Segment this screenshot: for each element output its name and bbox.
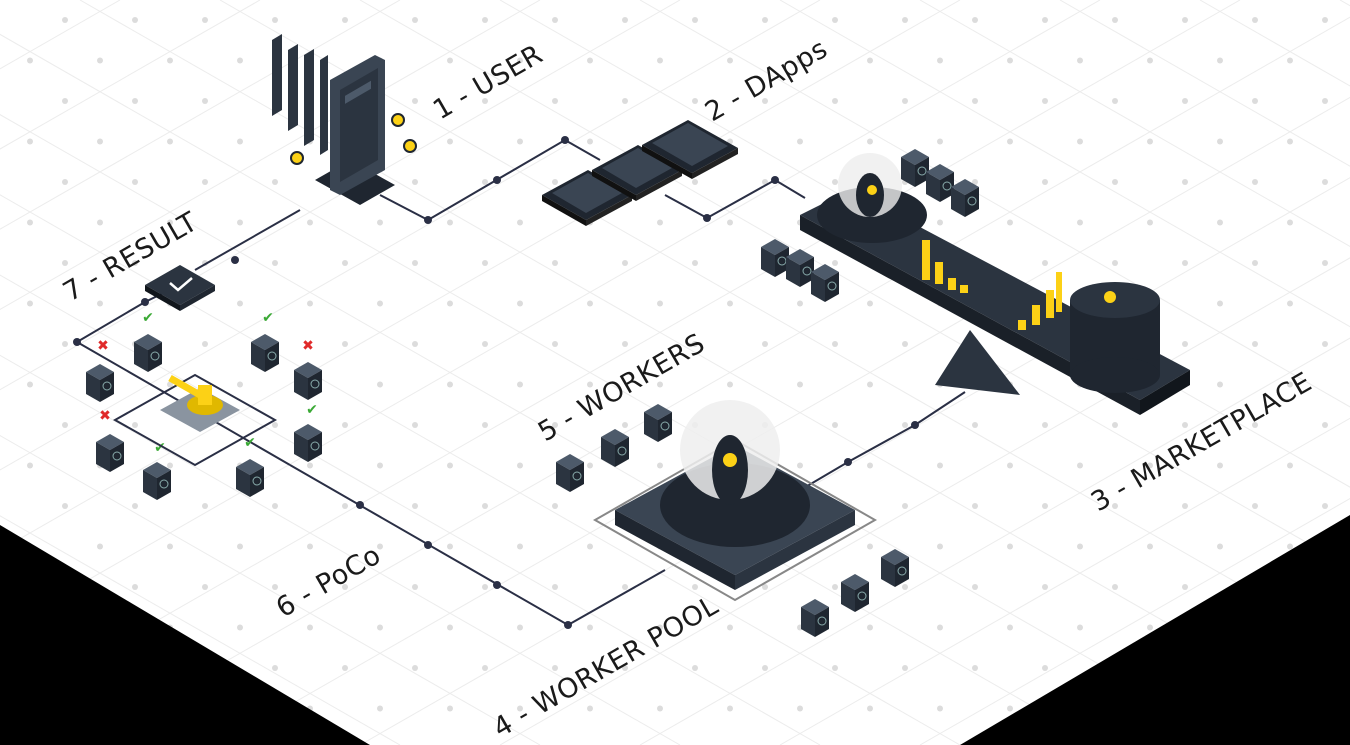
worker-pool-illustration — [592, 400, 878, 602]
server-icon — [556, 454, 584, 492]
server-icon — [901, 149, 929, 187]
server-icon — [801, 599, 829, 637]
label-worker-pool: 4 - WORKER POOL — [488, 590, 724, 744]
server-icon — [786, 249, 814, 287]
bar-chart-icon — [922, 240, 1062, 330]
poco-hub-illustration — [112, 373, 278, 467]
cross-icon: ✖ — [97, 338, 109, 354]
worker-servers: ✔ ✔ ✔ ✔ ✔ ✖ ✖ ✖ — [86, 149, 979, 637]
server-icon — [134, 334, 162, 372]
background-corner-left — [0, 525, 370, 745]
cross-icon: ✖ — [302, 338, 314, 354]
server-icon — [951, 179, 979, 217]
user-phone-illustration — [272, 34, 417, 205]
cross-icon: ✖ — [99, 408, 111, 424]
server-icon — [761, 239, 789, 277]
server-icon — [644, 404, 672, 442]
check-icon: ✔ — [154, 440, 166, 456]
label-dapps: 2 - DApps — [700, 33, 833, 128]
server-icon — [251, 334, 279, 372]
server-icon — [811, 264, 839, 302]
marketplace-scale-illustration — [800, 153, 1190, 415]
link-workerpool-poco — [289, 464, 666, 627]
check-icon: ✔ — [244, 435, 256, 451]
link-result-user — [194, 209, 301, 271]
check-icon: ✔ — [142, 310, 154, 326]
server-icon — [841, 574, 869, 612]
link-dapps-marketplace — [664, 178, 806, 220]
background-corner-right — [960, 515, 1350, 745]
server-icon — [236, 459, 264, 497]
server-icon — [881, 549, 909, 587]
label-workers: 5 - WORKERS — [533, 328, 710, 448]
result-checkbox-icon — [145, 265, 215, 311]
server-icon — [143, 462, 171, 500]
server-icon — [294, 424, 322, 462]
label-user: 1 - USER — [428, 39, 548, 126]
dapp-card — [642, 120, 738, 179]
server-icon — [86, 364, 114, 402]
server-icon — [601, 429, 629, 467]
server-icon — [294, 362, 322, 400]
coin-stack — [1070, 282, 1160, 393]
label-poco: 6 - PoCo — [271, 540, 386, 624]
check-icon: ✔ — [306, 402, 318, 418]
check-icon: ✔ — [262, 310, 274, 326]
dapps-cards — [542, 120, 738, 226]
server-icon — [96, 434, 124, 472]
server-icon — [926, 164, 954, 202]
